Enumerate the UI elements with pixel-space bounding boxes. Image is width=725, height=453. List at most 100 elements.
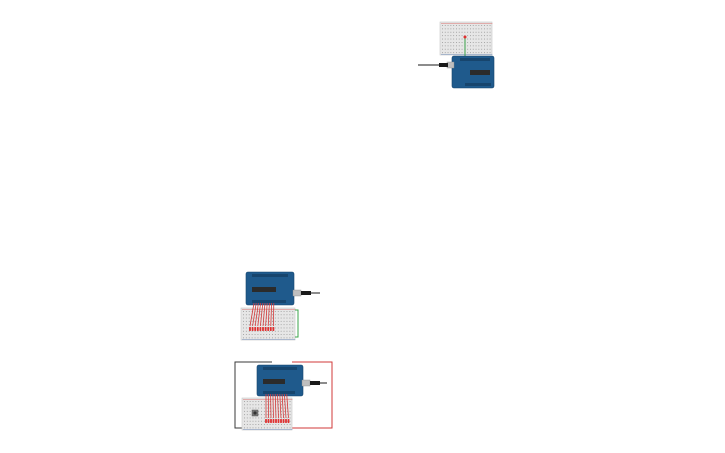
jumper-wire[interactable] [249,302,255,327]
jumper-wire[interactable] [277,393,279,419]
jumper-wire[interactable] [272,393,274,419]
jumper-wire[interactable] [265,302,268,327]
red-led[interactable] [275,419,277,423]
red-led[interactable] [249,327,251,331]
circuit-led-bar-with-button[interactable] [232,360,336,434]
breadboard-hole [484,42,485,43]
jumper-wire[interactable] [270,302,272,327]
breadboard-hole [461,28,463,30]
jumper-wire[interactable] [257,302,261,327]
breadboard-hole [269,320,270,322]
red-led[interactable] [254,327,257,331]
breadboard-hole [260,334,262,335]
breadboard-hole [481,52,483,54]
breadboard [439,21,493,56]
breadboard-hole [272,337,273,339]
breadboard-hole [249,401,251,402]
breadboard-hole [444,31,446,33]
red-led[interactable] [285,419,287,423]
red-led[interactable] [269,327,272,331]
breadboard-hole [263,407,265,409]
breadboard-hole [450,28,452,30]
circuit-single-led[interactable] [415,20,497,90]
breadboard-hole [486,25,488,26]
breadboard-hole [248,311,250,312]
breadboard-hole [481,45,483,47]
breadboard-hole [467,25,469,26]
breadboard-hole [248,320,250,322]
breadboard-hole [249,407,251,409]
breadboard-hole [243,337,244,339]
breadboard-hole [442,31,443,33]
breadboard-hole [255,417,257,419]
red-led[interactable] [282,419,285,423]
jumper-wire[interactable] [267,302,270,327]
red-led[interactable] [251,327,254,331]
red-led[interactable] [272,419,275,423]
breadboard-hole [249,427,251,429]
breadboard-hole [453,38,455,40]
breadboard-hole [461,35,463,37]
breadboard-hole [272,414,274,416]
breadboard-hole [258,420,260,422]
breadboard-hole [458,31,460,33]
red-led[interactable] [259,327,262,331]
breadboard-hole [484,31,485,33]
red-led[interactable] [277,419,280,423]
breadboard-hole [489,52,491,54]
red-led[interactable] [270,419,272,423]
breadboard-hole [280,311,282,312]
arduino-chip [252,287,276,292]
red-led[interactable] [267,419,270,423]
breadboard-hole [255,404,257,406]
breadboard-hole [258,404,260,406]
red-led[interactable] [272,327,275,331]
breadboard-hole [292,311,294,312]
jumper-wire[interactable] [260,302,264,327]
breadboard-hole [461,45,463,47]
breadboard-hole [461,38,463,40]
circuit-led-bar[interactable] [238,270,328,345]
breadboard-hole [278,427,280,429]
breadboard-hole [258,414,260,416]
red-led[interactable] [265,419,267,423]
breadboard-hole [245,317,247,319]
red-led[interactable] [287,419,290,423]
breadboard-hole [283,404,285,406]
breadboard-hole [269,427,271,429]
led-bar [249,327,275,331]
breadboard-hole [244,424,245,425]
jumper-wire[interactable] [286,393,289,419]
red-led[interactable] [262,327,264,331]
jumper-wire[interactable] [279,393,282,419]
breadboard-hole [453,31,455,33]
jumper-wire[interactable] [254,302,259,327]
breadboard-hole [261,420,262,422]
breadboard-hole [280,314,282,316]
jumper-wire[interactable] [252,302,257,327]
breadboard-hole [277,314,279,316]
breadboard-hole [461,52,463,54]
jumper-wire[interactable] [262,302,266,327]
breadboard-hole [458,28,460,30]
breadboard-hole [289,334,291,335]
breadboard-hole [458,52,460,54]
red-led[interactable] [256,327,259,331]
breadboard-hole [258,407,260,409]
breadboard-hole [283,314,285,316]
breadboard-hole [456,45,457,47]
red-led[interactable] [280,419,282,423]
jumper-wire[interactable] [281,393,284,419]
breadboard-hole [442,48,443,50]
breadboard-hole [484,48,485,50]
red-led[interactable] [264,327,267,331]
breadboard-hole [263,410,265,412]
jumper-wire[interactable] [284,393,287,419]
breadboard-hole [248,314,250,316]
breadboard-hole [456,25,457,26]
breadboard-hole [470,42,471,43]
red-led[interactable] [267,327,270,331]
jumper-wire[interactable] [274,393,277,419]
breadboard-hole [447,31,449,33]
